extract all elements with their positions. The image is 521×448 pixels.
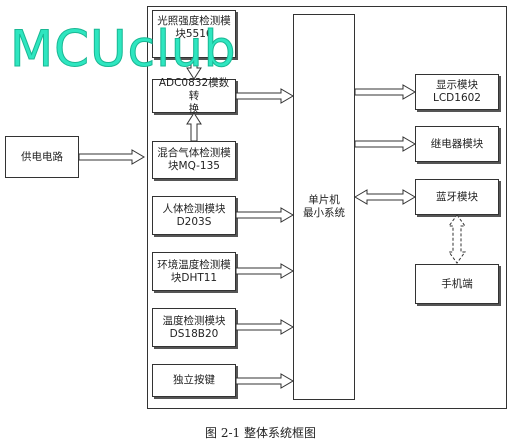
human-sensor-block: 人体检测模块 D203S xyxy=(152,196,236,235)
arrow-button-to-mcu xyxy=(235,373,294,389)
arrow-light-to-adc xyxy=(186,57,202,80)
arrow-adc-to-mcu xyxy=(235,88,294,104)
arrow-power-to-mcu xyxy=(78,149,145,165)
arrow-env-to-mcu xyxy=(235,263,294,279)
relay-block: 继电器模块 xyxy=(415,126,499,162)
temp-sensor-block: 温度检测模块 DS18B20 xyxy=(152,308,236,347)
mcu-block: 单片机 最小系统 xyxy=(293,14,355,400)
arrow-human-to-mcu xyxy=(235,207,294,223)
arrow-mcu-to-lcd xyxy=(354,84,416,100)
arrow-mcu-bluetooth xyxy=(354,189,416,205)
gas-sensor-block: 混合气体检测模 块MQ-135 xyxy=(152,141,236,179)
wireless-link xyxy=(448,214,466,264)
system-frame xyxy=(147,6,507,409)
button-block: 独立按键 xyxy=(152,364,236,397)
arrow-gas-to-adc xyxy=(186,112,202,142)
power-block: 供电电路 xyxy=(5,136,79,178)
figure-caption: 图 2-1 整体系统框图 xyxy=(205,426,316,440)
env-sensor-block: 环境温度检测模 块DHT11 xyxy=(152,252,236,291)
arrow-mcu-to-relay xyxy=(354,136,416,152)
watermark-logo: MCUclub xyxy=(9,20,237,78)
arrow-temp-to-mcu xyxy=(235,319,294,335)
phone-block: 手机端 xyxy=(415,264,499,304)
